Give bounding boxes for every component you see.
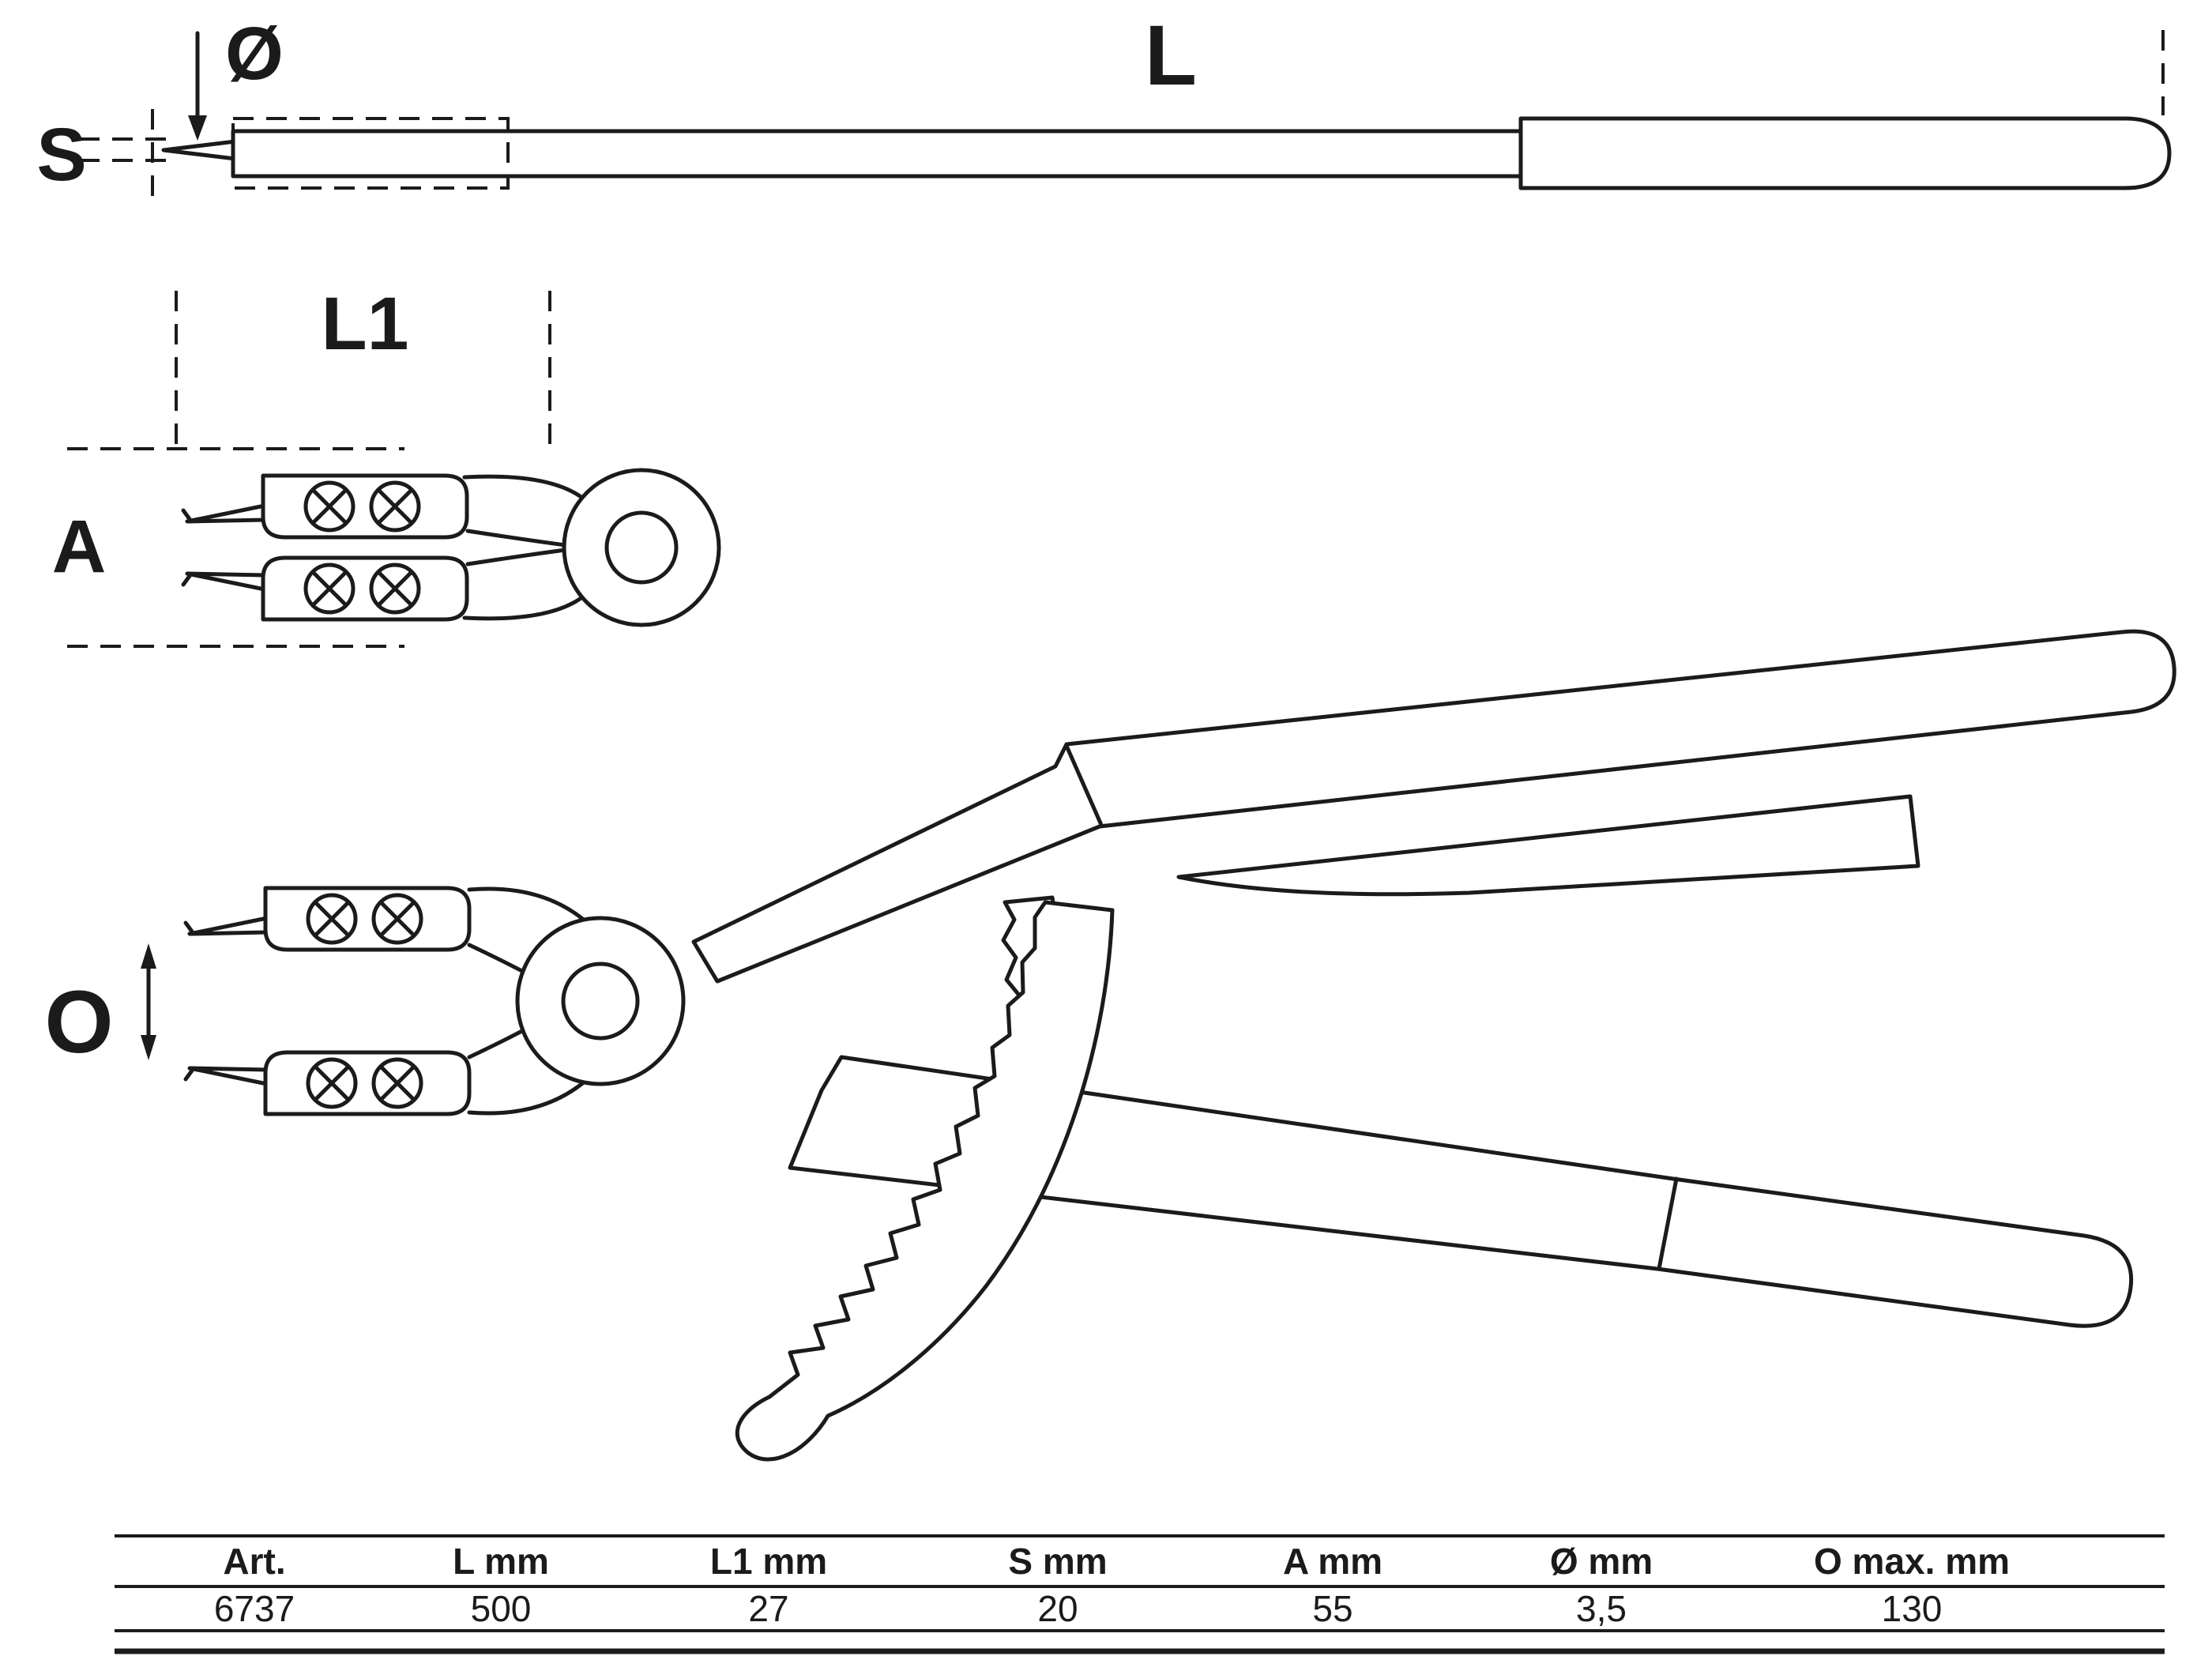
main-view: O [44, 629, 2176, 1462]
spec-header-s: S mm [1008, 1541, 1107, 1582]
jaw-slot-top [465, 529, 568, 548]
spec-value-o-max: 130 [1882, 1588, 1943, 1629]
tip-detail-view: L1 A [52, 282, 721, 648]
pivot-hole [604, 510, 679, 585]
spec-value-s: 20 [1037, 1588, 1078, 1629]
pivot-hole-main [561, 962, 640, 1041]
ratchet-arc [735, 900, 1115, 1462]
shaft [231, 129, 1523, 179]
handle-side [1518, 116, 2172, 190]
tip-blade [161, 139, 238, 161]
dim-label-length: L [1145, 7, 1197, 103]
spec-value-art: 6737 [214, 1588, 295, 1629]
spec-header-diameter: Ø mm [1550, 1541, 1653, 1582]
dim-label-opening: O [44, 973, 113, 1071]
tip-dashed-outline [231, 117, 510, 190]
opening-arrowhead-bottom [141, 1035, 156, 1060]
lower-grip-joint-line [1657, 1176, 1679, 1271]
dim-label-diameter: Ø [225, 12, 284, 96]
upper-jaw [183, 476, 467, 537]
opening-arrowhead-top [141, 943, 156, 969]
jaw-slot-bottom [465, 548, 568, 566]
handle-plate [1176, 794, 1920, 897]
spec-table: Art. L mm L1 mm S mm A mm Ø mm O max. mm… [115, 1534, 2165, 1654]
lower-jaw-main [186, 1052, 469, 1114]
side-view: Ø L S [36, 7, 2172, 202]
spec-header-l1: L1 mm [710, 1541, 827, 1582]
lower-jaw-connector [462, 592, 589, 621]
spec-value-l1: 27 [748, 1588, 788, 1629]
upper-handle [691, 629, 2176, 984]
dim-label-tip-view: A [52, 505, 107, 589]
spec-value-a: 55 [1312, 1588, 1352, 1629]
lower-jaw-connector-main [467, 1074, 593, 1116]
upper-jaw-main [186, 888, 469, 950]
spec-header-l: L mm [453, 1541, 549, 1582]
spec-value-diameter: 3,5 [1576, 1588, 1627, 1629]
upper-grip-joint-line [1064, 743, 1104, 827]
spec-header-o-max: O max. mm [1814, 1541, 2010, 1582]
upper-jaw-connector-main [467, 886, 593, 928]
spec-value-l: 500 [471, 1588, 532, 1629]
dim-label-tip-length: L1 [322, 282, 409, 366]
lower-jaw [183, 558, 467, 619]
diameter-arrowhead [188, 115, 207, 141]
lower-handle [788, 1055, 2134, 1328]
dim-label-thickness: S [36, 113, 86, 197]
spec-header-a: A mm [1283, 1541, 1382, 1582]
spec-header-art: Art. [223, 1541, 285, 1582]
upper-jaw-connector [462, 474, 589, 503]
